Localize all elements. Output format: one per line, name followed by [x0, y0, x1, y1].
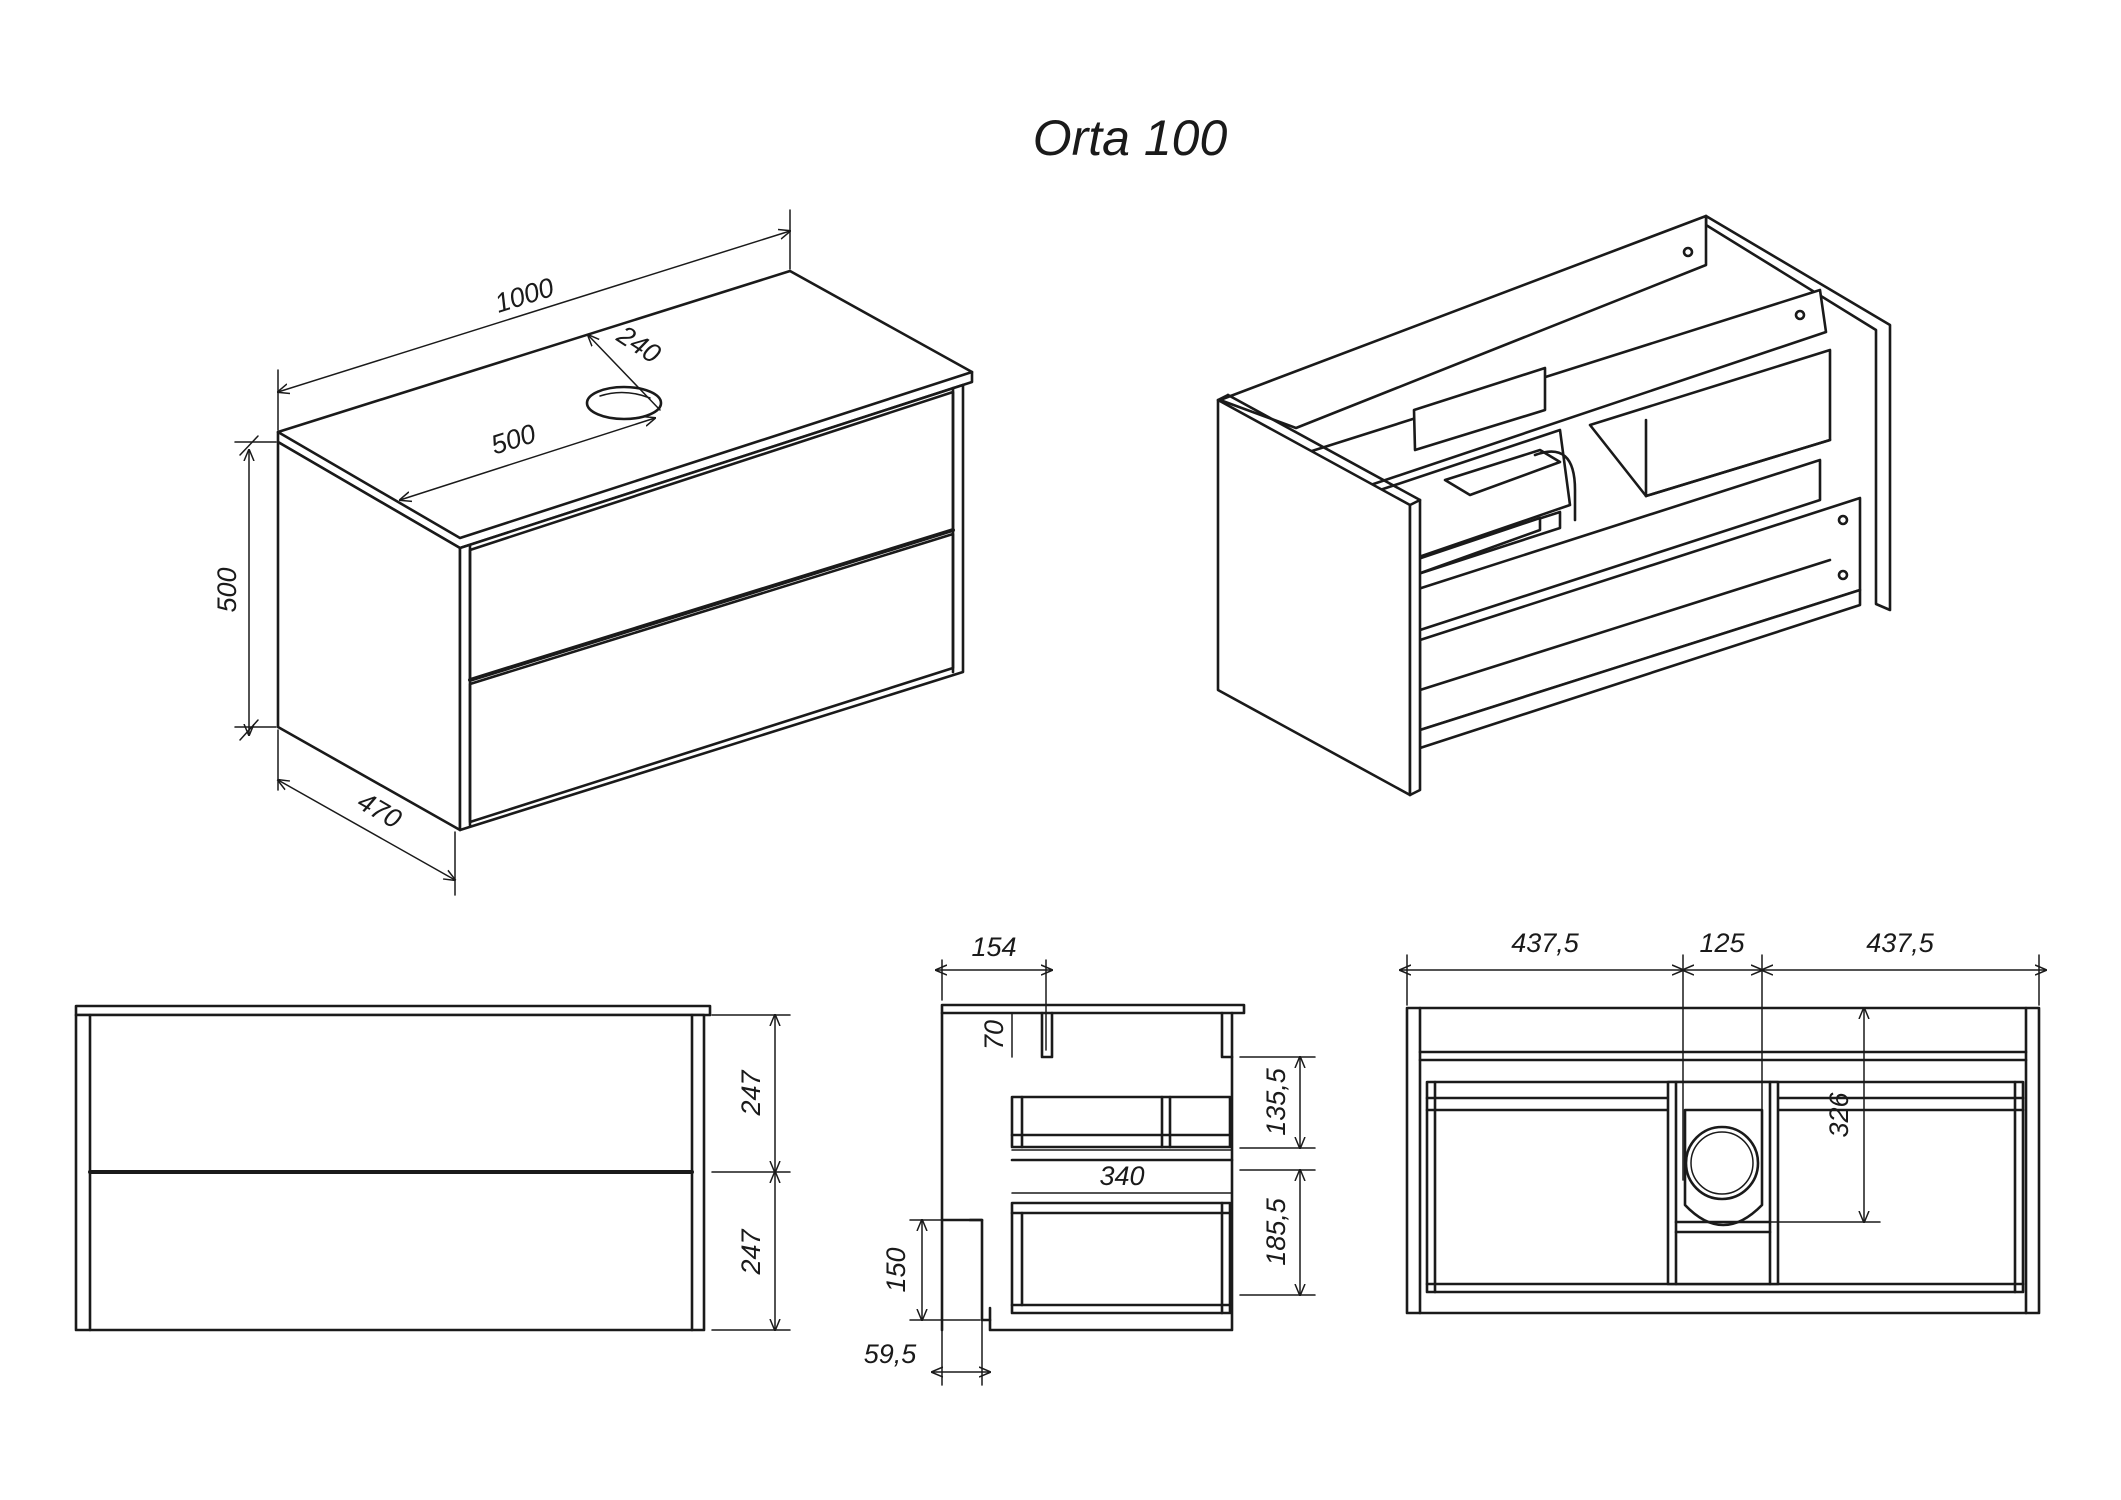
isometric-open-view	[1216, 214, 1892, 797]
dim-width-label: 1000	[491, 272, 557, 319]
front-view: 247 247	[74, 1004, 791, 1332]
dim-recess-height-label: 70	[979, 1020, 1009, 1050]
dim-left-section-label: 437,5	[1511, 928, 1580, 958]
dim-center-section-label: 125	[1699, 928, 1745, 958]
top-section-view: 437,5 125 437,5 326	[1400, 928, 2046, 1315]
dim-plinth-height-label: 150	[881, 1247, 911, 1292]
siphon-icon	[1684, 1125, 1760, 1201]
dim-front-top-label: 247	[736, 1069, 766, 1116]
dim-plinth-offset-label: 59,5	[864, 1339, 918, 1369]
dim-front-bottom-label: 247	[736, 1228, 766, 1275]
isometric-closed-view: 1000 500 240 500 470	[212, 209, 974, 896]
dim-siphon-height-label: 326	[1824, 1091, 1854, 1137]
dim-right-section-label: 437,5	[1866, 928, 1935, 958]
drawing-title: Orta 100	[1033, 110, 1228, 166]
dim-height-label: 500	[212, 567, 242, 612]
dim-drawer-width-label: 340	[1099, 1161, 1144, 1191]
dim-lower-drawer-label: 185,5	[1261, 1197, 1291, 1266]
dim-upper-drawer-label: 135,5	[1261, 1067, 1291, 1136]
side-section-view: 154 70 135,5 340 185,5 150 59,5	[864, 932, 1316, 1386]
dim-recess-width-label: 154	[971, 932, 1016, 962]
